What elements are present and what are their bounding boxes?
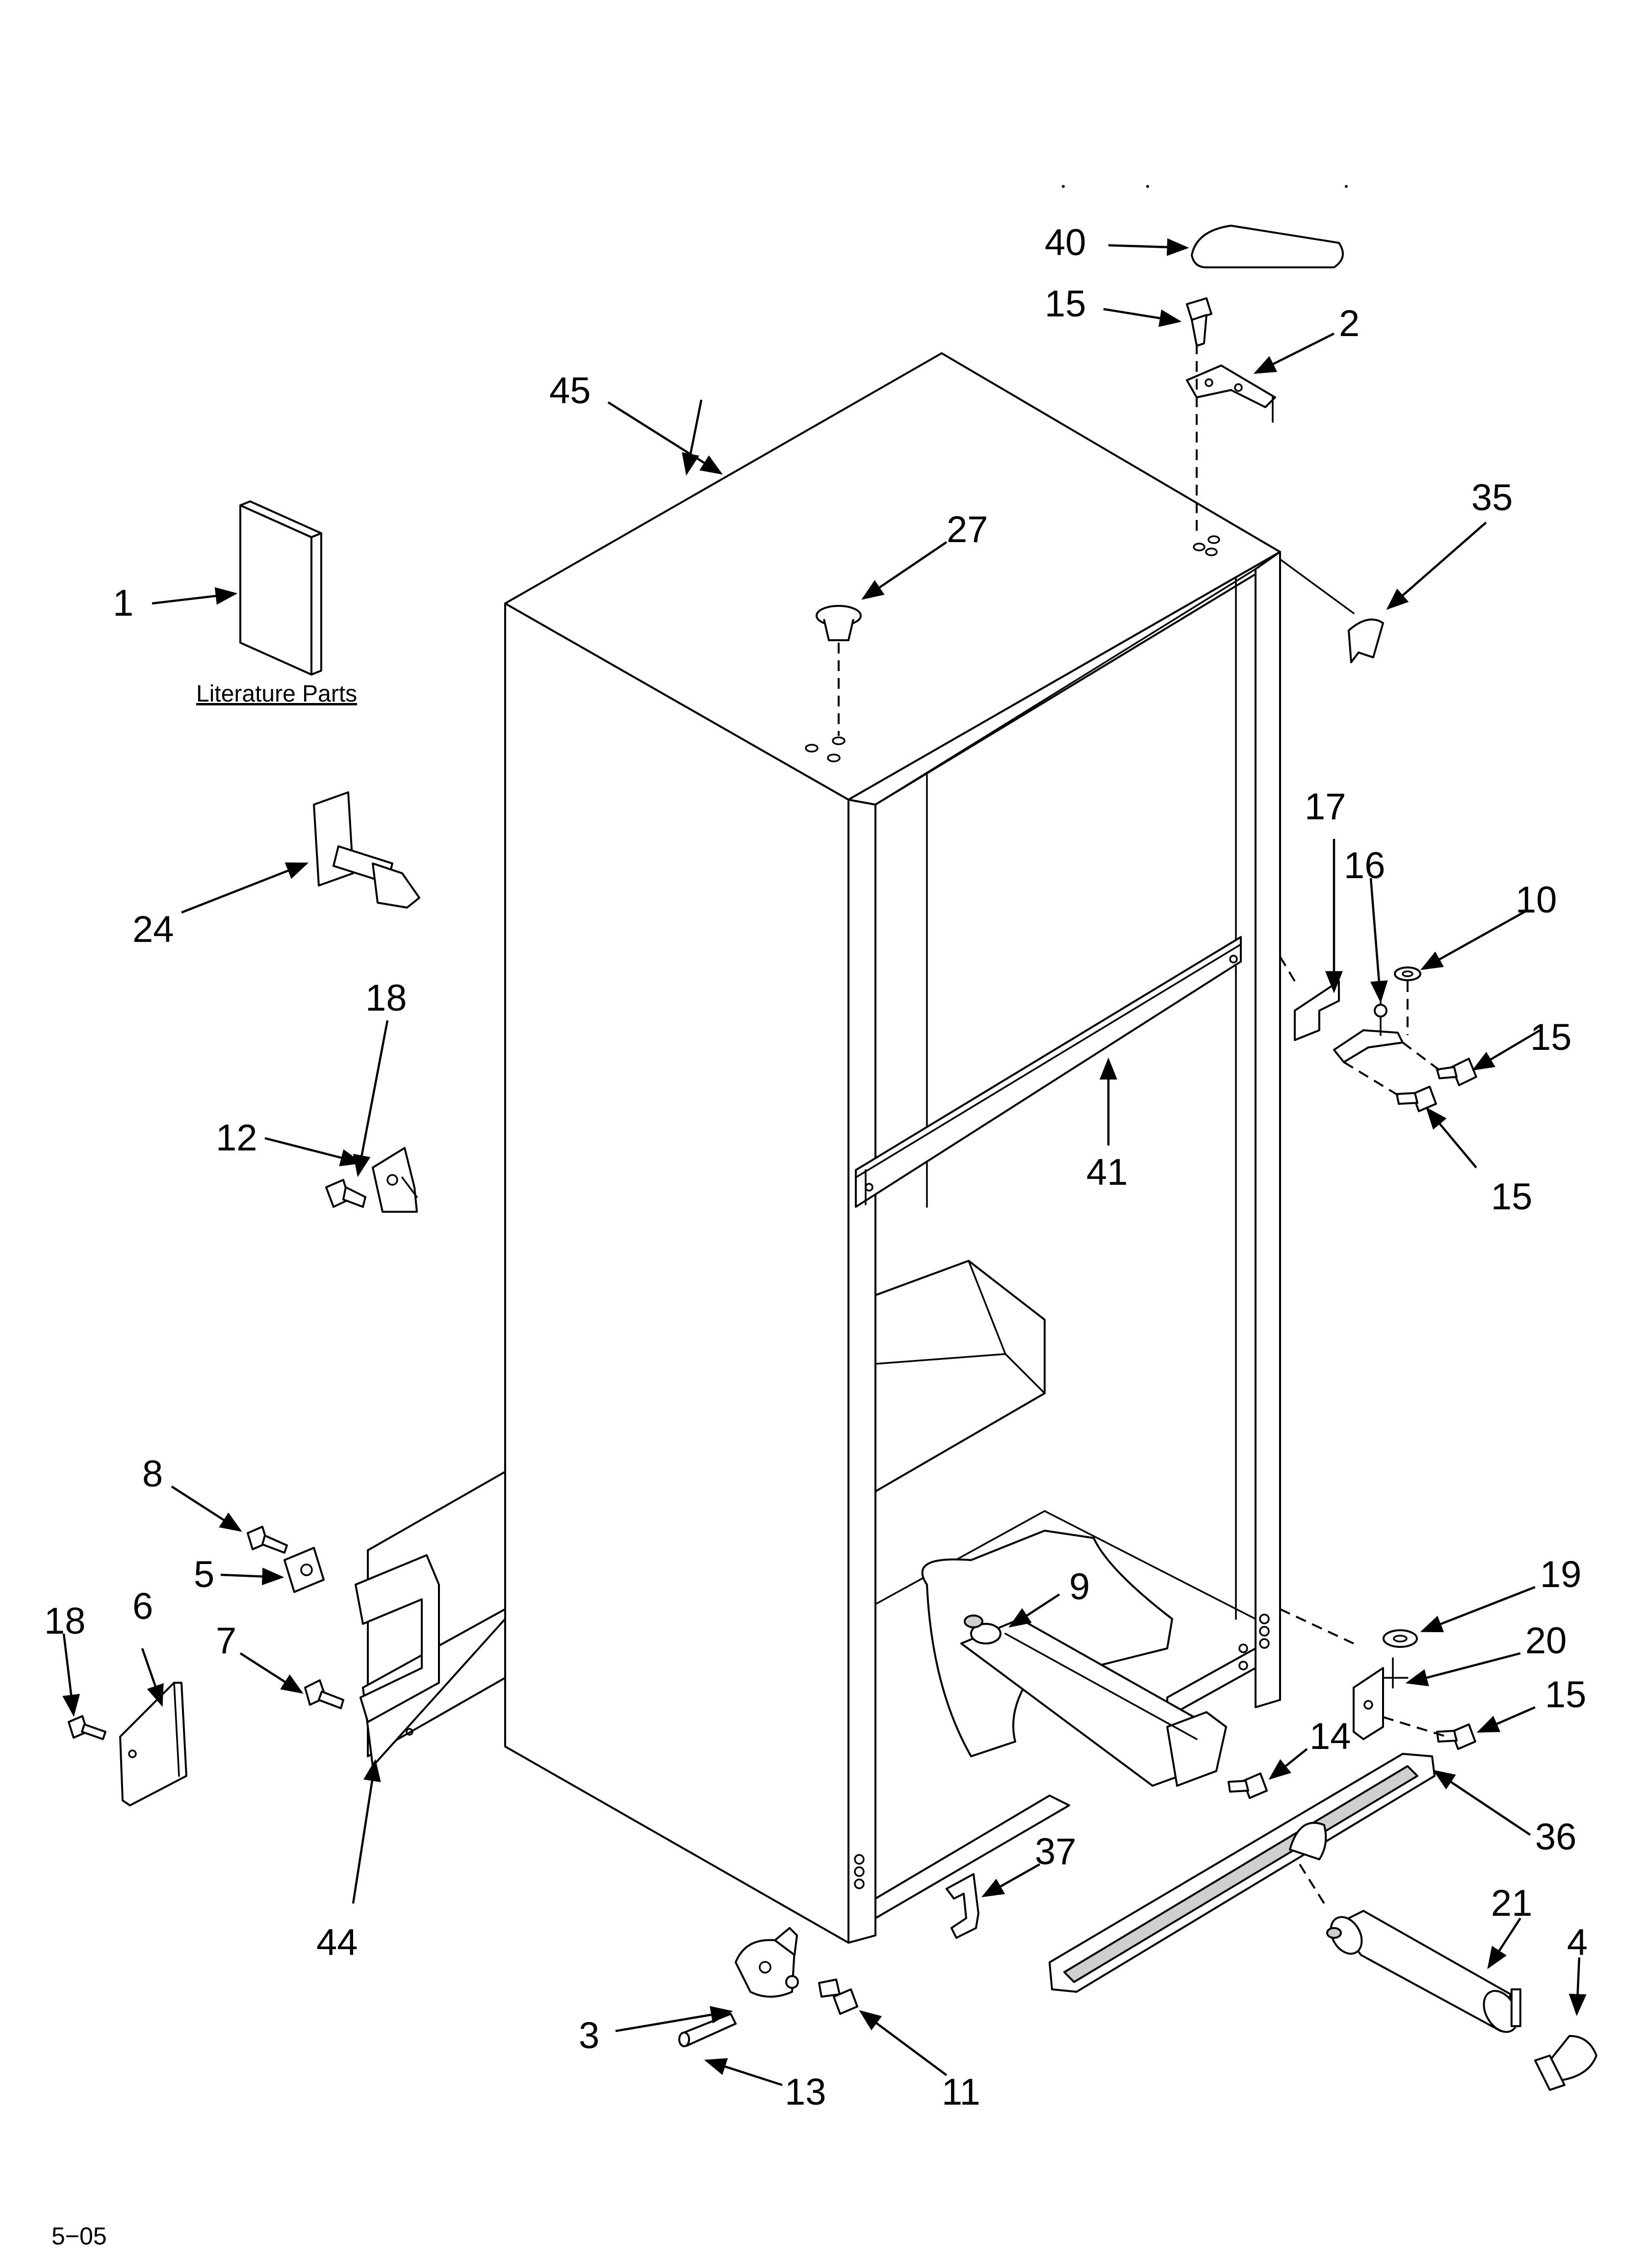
filter-cap-4 bbox=[1534, 2035, 1597, 2091]
callout-27: 27 bbox=[947, 509, 988, 550]
screw-15-bottom bbox=[1436, 1723, 1476, 1750]
callout-13: 13 bbox=[785, 2071, 826, 2113]
dash-grille bbox=[1299, 1863, 1325, 1904]
screw-14 bbox=[1228, 1773, 1268, 1799]
callout-labels: 45 40 15 2 35 27 1 24 18 12 17 16 10 15 … bbox=[44, 222, 1588, 2113]
callout-44: 44 bbox=[316, 1922, 358, 1963]
callout-37: 37 bbox=[1035, 1831, 1077, 1873]
plug-27 bbox=[816, 605, 862, 641]
hinge-cap-40 bbox=[1191, 225, 1344, 268]
callout-9: 9 bbox=[1069, 1566, 1090, 1608]
callout-18-lower: 18 bbox=[44, 1600, 86, 1642]
callout-20: 20 bbox=[1525, 1620, 1567, 1662]
callout-11: 11 bbox=[942, 2071, 980, 2113]
dash-center-a bbox=[1279, 956, 1296, 982]
center-hinge-16 bbox=[1333, 1000, 1404, 1063]
callout-40: 40 bbox=[1045, 222, 1086, 263]
base-grille-36 bbox=[1049, 1753, 1436, 1993]
callout-36: 36 bbox=[1535, 1816, 1577, 1858]
hinge-clamp-5 bbox=[283, 1547, 325, 1593]
callout-4: 4 bbox=[1567, 1922, 1588, 1963]
top-specks bbox=[1062, 185, 1348, 188]
screw-15-center-upper bbox=[1436, 1058, 1477, 1086]
callout-5: 5 bbox=[194, 1554, 214, 1595]
callout-7: 7 bbox=[216, 1620, 236, 1662]
screw-15-center-lower bbox=[1396, 1086, 1437, 1112]
callout-15-bottom: 15 bbox=[1545, 1674, 1587, 1716]
hinge-cover-6 bbox=[119, 1682, 187, 1806]
callout-45: 45 bbox=[549, 370, 591, 412]
callout-19: 19 bbox=[1540, 1554, 1582, 1595]
callout-15-center-upper: 15 bbox=[1530, 1017, 1572, 1058]
literature-book bbox=[239, 500, 322, 676]
callout-2: 2 bbox=[1339, 303, 1360, 344]
callout-3: 3 bbox=[579, 2015, 599, 2057]
refrigerator-cabinet bbox=[504, 352, 1281, 1944]
washer-10 bbox=[1394, 966, 1421, 981]
callout-35: 35 bbox=[1471, 477, 1513, 519]
screw-18-left bbox=[325, 1179, 366, 1208]
bottom-hinge-20 bbox=[1353, 1657, 1409, 1740]
callout-41: 41 bbox=[1086, 1151, 1128, 1193]
divider-rail bbox=[855, 936, 1242, 1208]
roller-bracket-3 bbox=[735, 1927, 799, 1998]
hinge-bracket-lower bbox=[355, 1554, 440, 1736]
callout-14: 14 bbox=[1309, 1716, 1351, 1757]
hinge-cover-35 bbox=[1348, 618, 1384, 663]
screw-11 bbox=[818, 1979, 858, 2015]
dash-center-c bbox=[1343, 1061, 1401, 1097]
screw-18-lower bbox=[68, 1715, 106, 1740]
filter-housing-9 bbox=[921, 1530, 1227, 1787]
callout-8: 8 bbox=[142, 1453, 163, 1495]
dash-lower-b bbox=[1383, 1716, 1447, 1738]
screw-8 bbox=[247, 1526, 288, 1554]
callout-leaders bbox=[62, 238, 1587, 2086]
callout-21: 21 bbox=[1491, 1882, 1533, 1924]
callout-15-top: 15 bbox=[1045, 283, 1086, 325]
callout-16: 16 bbox=[1344, 845, 1385, 886]
screw-15-top bbox=[1186, 297, 1212, 347]
callout-12: 12 bbox=[216, 1117, 257, 1159]
literature-parts-caption: Literature Parts bbox=[196, 681, 357, 707]
callout-15-center-lower: 15 bbox=[1491, 1176, 1533, 1218]
dash-lower-a bbox=[1280, 1608, 1354, 1644]
screw-7 bbox=[304, 1679, 344, 1709]
center-hinge-17 bbox=[1294, 980, 1340, 1041]
callout-1: 1 bbox=[113, 582, 133, 624]
callout-10: 10 bbox=[1515, 879, 1557, 921]
footer-code: 5−05 bbox=[51, 2222, 107, 2250]
clip-37 bbox=[946, 1873, 979, 1939]
filter-cartridge-21 bbox=[1326, 1910, 1521, 2033]
hinge-bracket-left bbox=[372, 1147, 418, 1213]
callout-24: 24 bbox=[132, 909, 174, 950]
callout-18-upper: 18 bbox=[365, 977, 407, 1019]
callout-6: 6 bbox=[132, 1586, 153, 1627]
top-hinge-2 bbox=[1186, 365, 1276, 423]
leader-35 bbox=[1279, 558, 1355, 614]
callout-17: 17 bbox=[1305, 786, 1346, 828]
hinge-pin-part bbox=[313, 791, 420, 909]
dash-center-b bbox=[1402, 1042, 1443, 1073]
washer-19 bbox=[1383, 1629, 1418, 1648]
